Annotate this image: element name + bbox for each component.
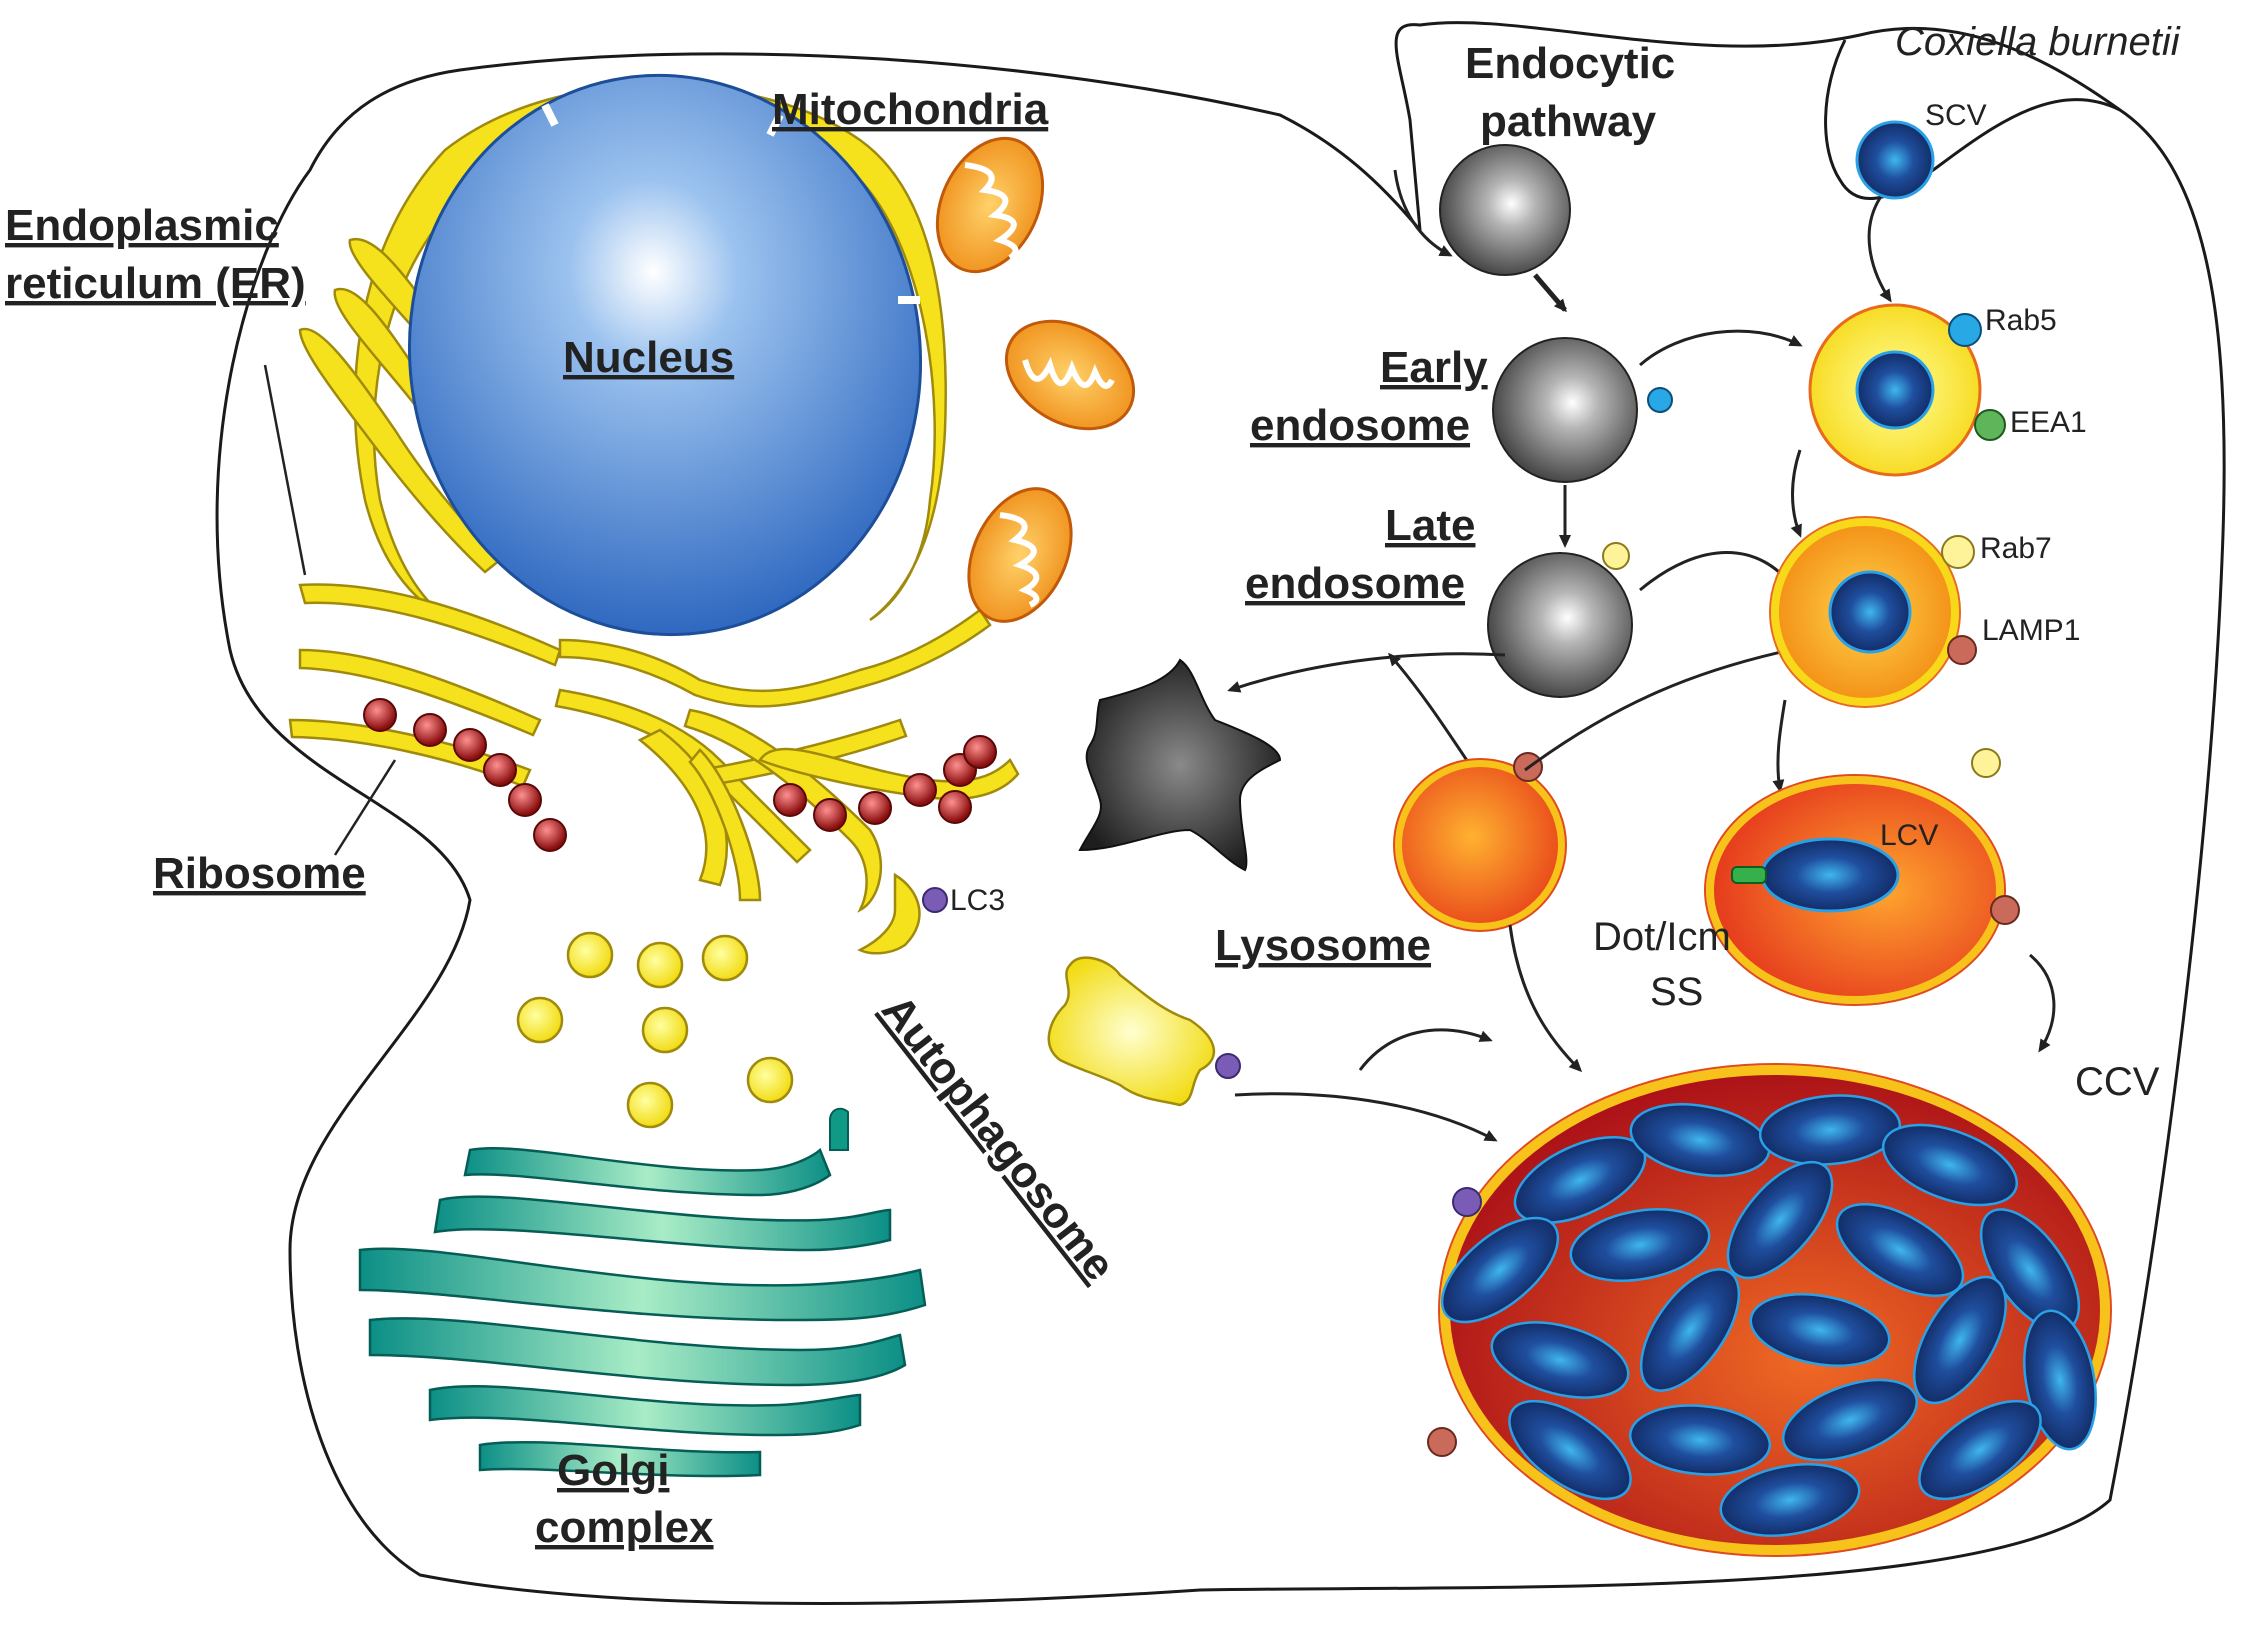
label-golgi-line1: Golgi [557,1446,669,1495]
early-endosome-rab5 [1647,387,1673,413]
label-rab5: Rab5 [1985,304,2057,337]
label-nucleus: Nucleus [563,333,734,382]
degraded-vacuole [1078,658,1282,872]
rab7-marker [1941,535,1975,569]
label-er-line2: reticulum (ER) [5,259,306,308]
late-endosome-rab7 [1602,542,1630,570]
label-endocytic-line2: pathway [1480,97,1657,146]
late-endosome [1487,552,1633,698]
label-endocytic-line1: Endocytic [1465,39,1675,88]
label-lysosome: Lysosome [1215,921,1431,970]
lamp1-marker [1947,635,1977,665]
scv [1855,120,1935,200]
nucleus [407,73,923,637]
label-scv: SCV [1925,99,1987,132]
label-er-line1: Endoplasmic [5,201,279,250]
ccv-bacteria [1440,1094,2097,1537]
label-mitochondria: Mitochondria [772,85,1049,134]
lcv-bacterium [1760,837,1900,913]
autophagosome [1047,956,1216,1107]
endocytic-vesicle [1439,144,1571,276]
ccv-lamp1 [1427,1427,1457,1457]
lysosome [1394,759,1566,931]
label-ccv: CCV [2075,1060,2160,1104]
label-eea1: EEA1 [2010,406,2087,439]
dot-icm-secretion-system [1731,866,1767,884]
transport-vesicles [516,931,794,1129]
label-early-line1: Early [1380,343,1488,392]
label-golgi-line2: complex [535,1503,714,1552]
phagophore-crescent [857,872,921,955]
mitochondria [935,136,1136,623]
eea1-marker [1974,409,2006,441]
golgi-cisternae [358,1146,927,1478]
label-late-line1: Late [1385,501,1475,550]
late-cv-bacterium [1828,570,1912,654]
ccv-lc3 [1452,1187,1482,1217]
label-early-line2: endosome [1250,401,1470,450]
rab5-marker [1948,313,1982,347]
lcv-lamp1 [1990,895,2020,925]
label-late-line2: endosome [1245,559,1465,608]
label-ribosome: Ribosome [153,849,366,898]
early-cv-bacterium [1855,350,1935,430]
lcv-rab7 [1971,748,2001,778]
label-lcv: LCV [1880,819,1938,852]
autophagosome-lc3 [1215,1053,1241,1079]
early-endosome [1492,337,1638,483]
label-lamp1: LAMP1 [1982,614,2080,647]
label-rab7: Rab7 [1980,532,2052,565]
label-dot-line1: Dot/Icm [1593,915,1731,959]
ribosomes [363,698,997,852]
label-coxiella: Coxiella burnetii [1895,20,2181,64]
label-dot-line2: SS [1650,970,1703,1014]
lc3-marker-small [922,887,948,913]
label-lc3: LC3 [950,884,1005,917]
